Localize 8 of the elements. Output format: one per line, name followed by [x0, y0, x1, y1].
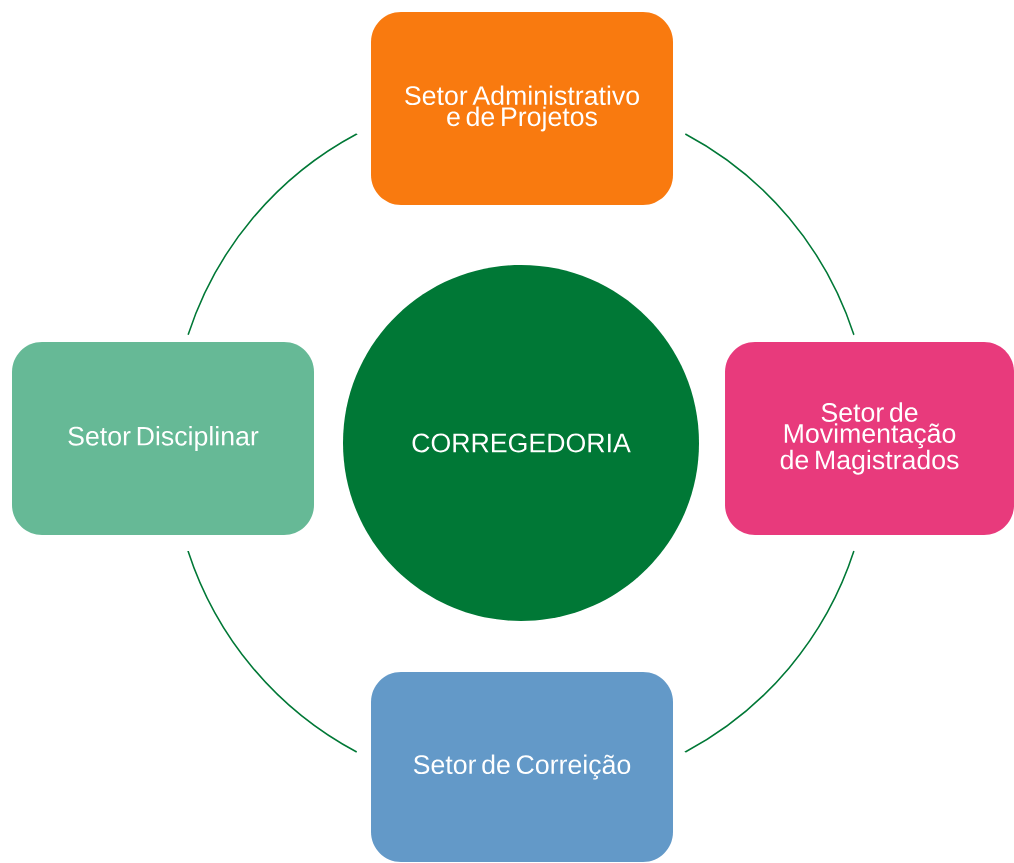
sector-box: Setor de Movimentação de Magistrados: [725, 341, 1014, 535]
connector-arc: [187, 133, 358, 336]
sector-box: Setor Disciplinar: [12, 341, 314, 535]
connector-arc: [684, 133, 855, 336]
connector-arc: [187, 550, 358, 753]
sector-box: Setor Administrativo e de Projetos: [371, 11, 673, 205]
connector-arc: [684, 550, 855, 753]
sector-box: Setor de Correição: [371, 672, 673, 862]
